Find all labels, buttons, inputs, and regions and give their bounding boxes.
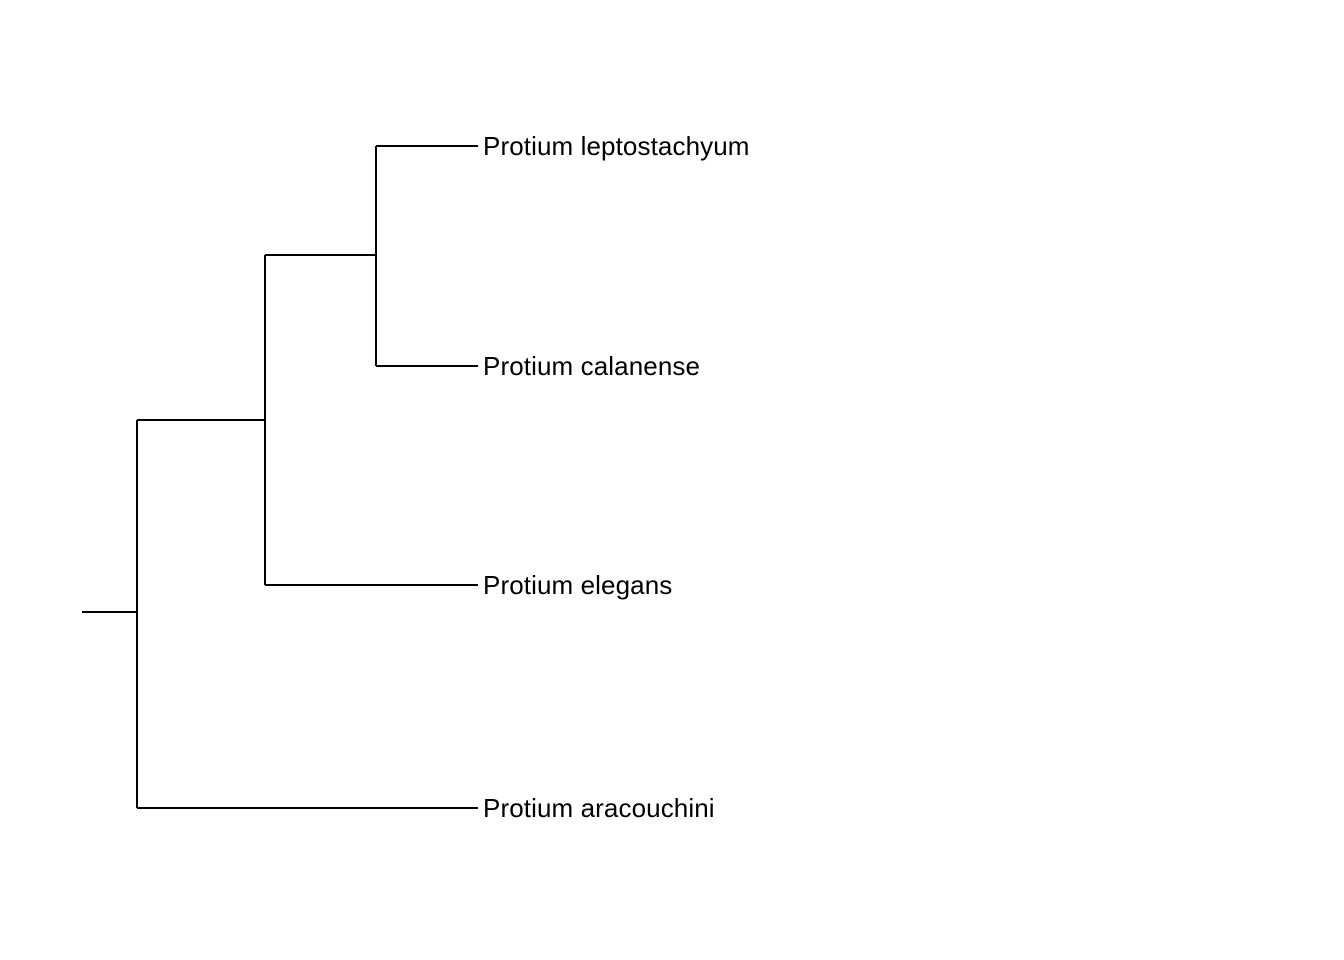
tip-label-aracouchini: Protium aracouchini xyxy=(483,793,715,823)
tip-label-calanense: Protium calanense xyxy=(483,351,701,381)
tip-label-leptostachyum: Protium leptostachyum xyxy=(483,131,750,161)
tip-label-elegans: Protium elegans xyxy=(483,570,673,600)
